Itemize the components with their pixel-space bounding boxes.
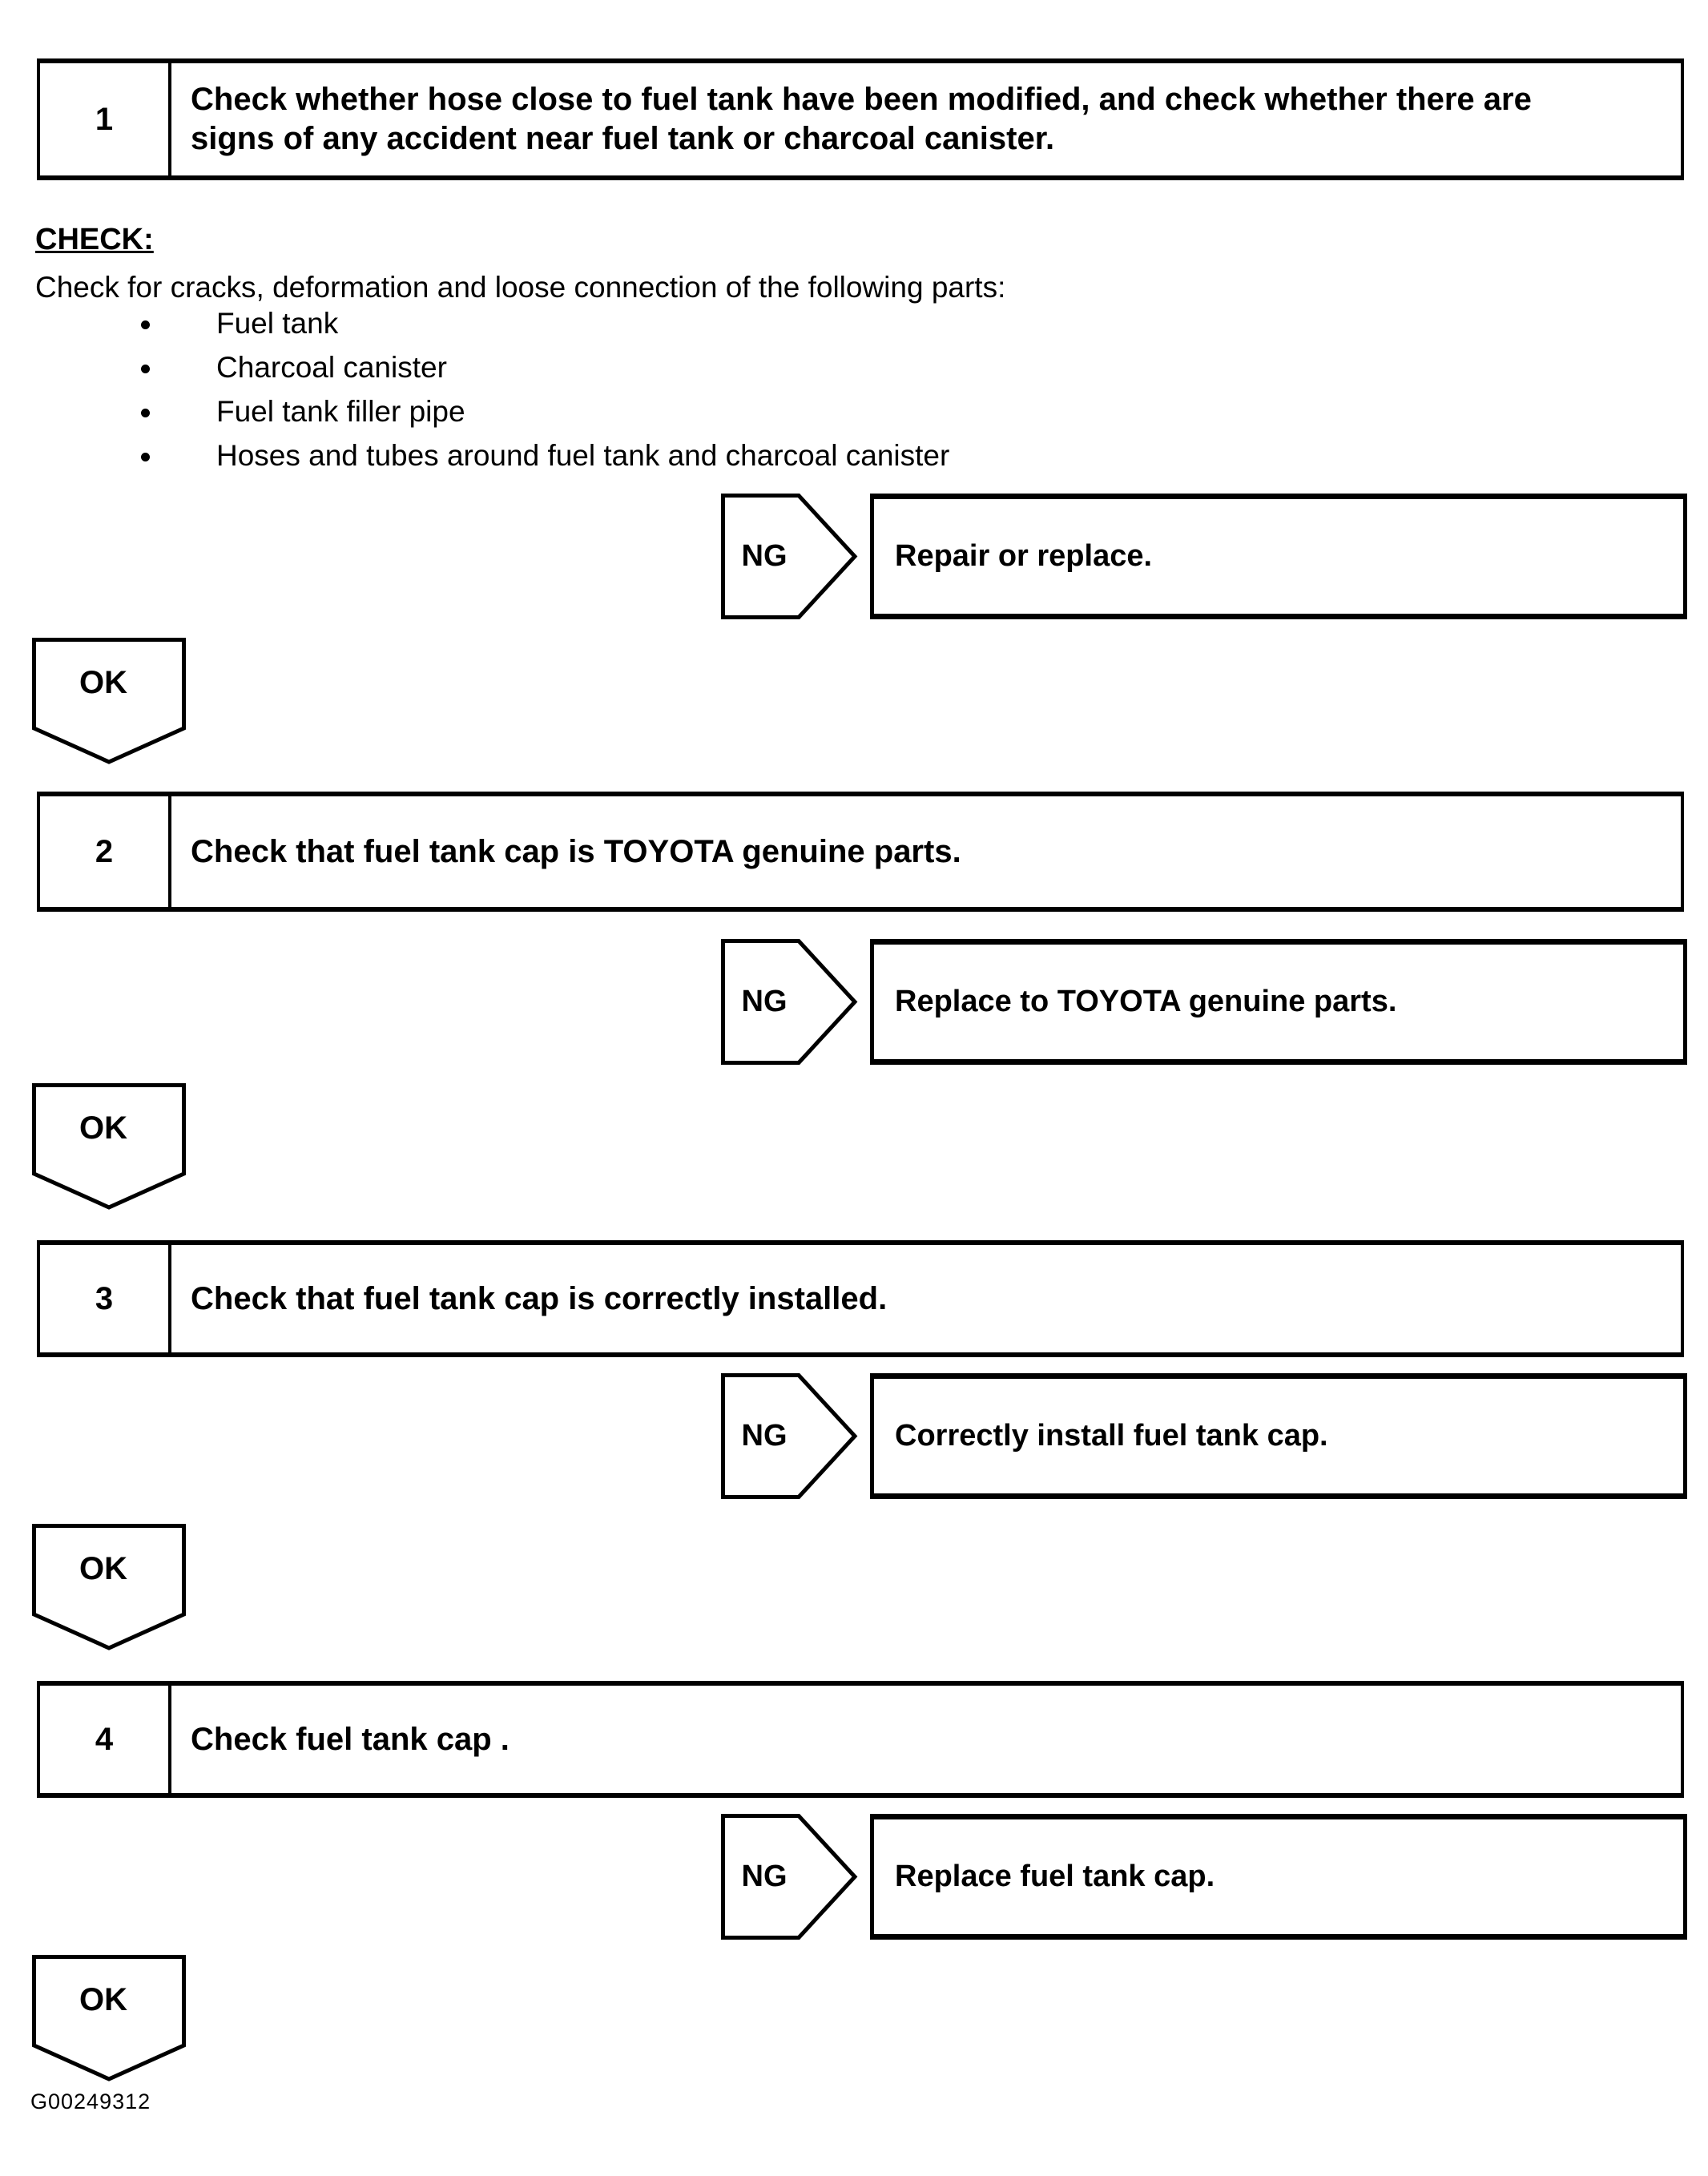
- ok-arrow-icon: [32, 1955, 186, 2081]
- step-number: 4: [40, 1686, 171, 1793]
- step-title: Check whether hose close to fuel tank ha…: [171, 63, 1681, 175]
- ng-action-box: Replace fuel tank cap.: [870, 1814, 1687, 1940]
- ng-arrow-icon: [721, 1373, 858, 1499]
- ok-connector-3: OK: [32, 1524, 186, 1650]
- step-box-1: 1 Check whether hose close to fuel tank …: [37, 58, 1684, 180]
- ok-connector-1: OK: [32, 638, 186, 764]
- bullet-text: Charcoal canister: [216, 351, 447, 384]
- ng-label: NG: [741, 1419, 788, 1453]
- bullet-dot: [141, 453, 150, 461]
- step-title-text: Check that fuel tank cap is TOYOTA genui…: [191, 833, 961, 869]
- bullet-item: Hoses and tubes around fuel tank and cha…: [141, 439, 949, 473]
- bullet-text: Fuel tank: [216, 307, 339, 340]
- bullet-item: Fuel tank: [141, 307, 338, 341]
- bullet-dot: [141, 320, 150, 329]
- bullet-dot: [141, 365, 150, 373]
- ng-arrow-icon: [721, 1814, 858, 1940]
- step-box-2: 2 Check that fuel tank cap is TOYOTA gen…: [37, 792, 1684, 912]
- step-box-3: 3 Check that fuel tank cap is correctly …: [37, 1240, 1684, 1357]
- ok-arrow-icon: [32, 1524, 186, 1650]
- step-number: 3: [40, 1245, 171, 1352]
- ok-label: OK: [79, 664, 127, 700]
- step-title: Check that fuel tank cap is correctly in…: [171, 1245, 1681, 1352]
- ok-label: OK: [79, 1110, 127, 1146]
- step-number: 2: [40, 796, 171, 907]
- ng-arrow-icon: [721, 939, 858, 1065]
- ng-arrow-icon: [721, 494, 858, 619]
- step-title-text: Check fuel tank cap .: [191, 1721, 510, 1757]
- check-intro: Check for cracks, deformation and loose …: [35, 271, 1006, 304]
- step-title-text: Check whether hose close to fuel tank ha…: [191, 82, 1532, 156]
- ng-action-box: Repair or replace.: [870, 494, 1687, 619]
- ng-label: NG: [741, 539, 788, 573]
- bullet-dot: [141, 409, 150, 417]
- ok-arrow-icon: [32, 638, 186, 764]
- step-title-text: Check that fuel tank cap is correctly in…: [191, 1280, 888, 1316]
- ng-action-box: Replace to TOYOTA genuine parts.: [870, 939, 1687, 1065]
- bullet-item: Charcoal canister: [141, 351, 447, 385]
- ng-label: NG: [741, 1860, 788, 1893]
- bullet-text: Hoses and tubes around fuel tank and cha…: [216, 439, 950, 472]
- figure-code: G00249312: [30, 2089, 151, 2114]
- ok-label: OK: [79, 1981, 127, 2017]
- ok-arrow-icon: [32, 1083, 186, 1210]
- ok-connector-4: OK: [32, 1955, 186, 2081]
- step-number: 1: [40, 63, 171, 175]
- ok-label: OK: [79, 1550, 127, 1586]
- ok-connector-2: OK: [32, 1083, 186, 1210]
- bullet-item: Fuel tank filler pipe: [141, 395, 465, 429]
- step-title: Check fuel tank cap .: [171, 1686, 1681, 1793]
- ng-action-box: Correctly install fuel tank cap.: [870, 1373, 1687, 1499]
- check-heading: CHECK:: [35, 223, 154, 256]
- ng-label: NG: [741, 985, 788, 1018]
- step-box-4: 4 Check fuel tank cap .: [37, 1681, 1684, 1798]
- bullet-text: Fuel tank filler pipe: [216, 395, 465, 428]
- step-title: Check that fuel tank cap is TOYOTA genui…: [171, 796, 1681, 907]
